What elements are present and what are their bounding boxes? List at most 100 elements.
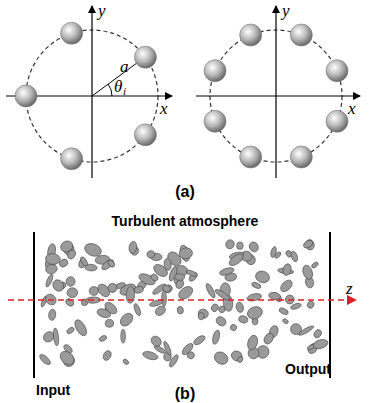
eddy — [66, 287, 78, 298]
eddy — [105, 319, 114, 327]
beam-spot — [326, 60, 348, 82]
eddy — [251, 281, 262, 289]
beam-spot — [326, 110, 348, 132]
eddy — [311, 261, 319, 269]
eddy — [180, 342, 195, 357]
eddy — [154, 304, 168, 317]
eddy — [66, 326, 75, 335]
eddy — [282, 263, 293, 276]
eddy — [48, 309, 56, 321]
eddy — [72, 318, 88, 338]
eddy — [65, 276, 75, 287]
eddy — [161, 290, 166, 306]
eddy — [278, 307, 289, 316]
input-plane — [33, 232, 35, 378]
eddy — [246, 334, 259, 351]
beam-spot — [240, 24, 262, 46]
eddy — [38, 353, 52, 367]
eddy — [230, 349, 244, 363]
x-axis — [196, 95, 360, 96]
beam-spot — [15, 85, 37, 107]
angle-label: θ — [114, 78, 122, 95]
turbulent-eddies — [38, 239, 329, 369]
beam-spot — [240, 146, 262, 168]
eddy — [179, 247, 194, 260]
eddy — [174, 274, 184, 281]
eddy — [45, 253, 61, 265]
eddy — [149, 334, 163, 348]
axis-label: x — [348, 100, 356, 117]
eddy — [176, 284, 195, 302]
eddy — [100, 258, 115, 272]
eddy — [211, 329, 221, 345]
eddy — [45, 264, 58, 275]
axis-label: z — [346, 280, 353, 297]
eddy — [282, 318, 289, 325]
eddy — [128, 241, 137, 254]
beam-spot — [290, 24, 312, 46]
plane-label: Output — [285, 362, 331, 376]
eddy — [168, 354, 180, 369]
eddy — [121, 329, 126, 343]
eddy — [150, 273, 160, 282]
eddy — [312, 338, 329, 350]
eddy — [45, 274, 54, 288]
beam-spot — [204, 60, 226, 82]
eddy — [146, 250, 155, 259]
eddy — [118, 311, 135, 329]
eddy — [210, 303, 219, 313]
eddy — [197, 308, 209, 319]
axis-label: y — [98, 2, 106, 19]
eddy — [246, 305, 264, 321]
eddy — [107, 259, 116, 268]
eddy — [224, 239, 235, 250]
eddy — [235, 301, 244, 313]
eddy — [79, 256, 88, 267]
eddy — [238, 315, 249, 324]
eddy — [177, 306, 184, 314]
eddy — [298, 324, 315, 336]
eddy — [306, 300, 315, 310]
eddy — [58, 349, 77, 368]
eddy — [185, 269, 198, 278]
eddy — [290, 302, 302, 310]
panel-label: (a) — [175, 184, 195, 200]
eddy — [290, 250, 299, 262]
beam-spots — [15, 22, 156, 170]
eddy — [237, 356, 244, 363]
eddy — [51, 278, 66, 293]
eddy — [161, 283, 171, 293]
panel-label: (b) — [175, 386, 195, 402]
eddy — [270, 246, 278, 258]
eddy — [89, 287, 98, 296]
y-axis — [275, 6, 276, 178]
eddy — [219, 266, 235, 276]
eddy — [212, 349, 230, 366]
eddy — [98, 334, 107, 342]
eddy — [254, 269, 271, 284]
eddy — [64, 297, 75, 307]
parameter-label: a — [120, 58, 129, 75]
eddy — [133, 303, 142, 317]
eddy — [142, 350, 159, 361]
eddy — [198, 312, 205, 320]
eddy — [66, 248, 77, 260]
beam-spots — [204, 24, 348, 168]
region-label: Turbulent atmosphere — [112, 214, 259, 228]
eddy — [227, 252, 245, 268]
eddy — [134, 286, 144, 294]
eddy — [122, 358, 129, 365]
angle-arc — [108, 84, 112, 96]
eddy — [302, 239, 314, 250]
beam-spot — [134, 124, 156, 146]
eddy — [164, 258, 172, 270]
eddy — [126, 286, 135, 303]
plane-label: Input — [36, 383, 70, 397]
eddy — [58, 258, 69, 269]
eddy — [262, 332, 275, 346]
beam-spot — [61, 148, 83, 170]
eddy — [237, 242, 244, 250]
axis-label: x — [160, 100, 168, 117]
